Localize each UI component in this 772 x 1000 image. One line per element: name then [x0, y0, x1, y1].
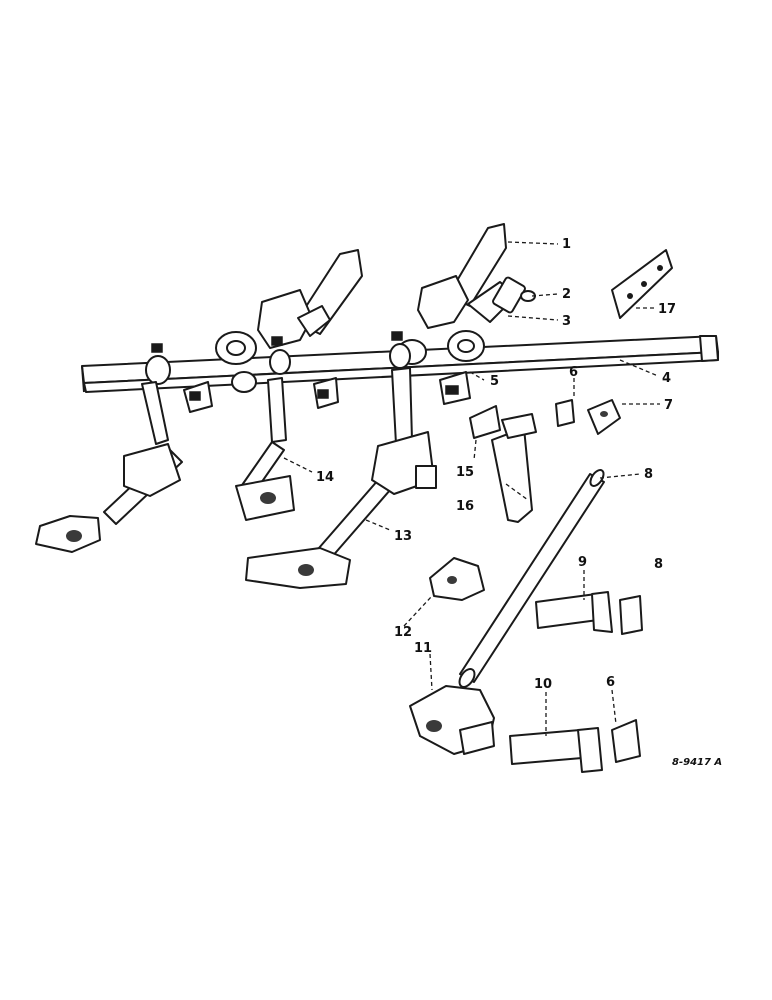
callout-13: 13 — [394, 529, 412, 544]
bracket-plate-16 — [491, 413, 537, 523]
callout-16: 16 — [456, 499, 474, 514]
callout-2: 2 — [562, 287, 571, 302]
callout-6-upper: 6 — [569, 365, 578, 380]
lift-arm-right — [397, 223, 526, 365]
lift-arm-left — [215, 249, 363, 393]
long-tube — [458, 469, 605, 688]
small-casting — [429, 557, 485, 601]
gang-arm-middle — [235, 441, 295, 521]
drawing-code: 8-9417 A — [672, 757, 722, 768]
leader-lines — [283, 241, 660, 736]
gang-arm-right — [245, 431, 437, 589]
callout-5: 5 — [490, 374, 499, 389]
callout-15: 15 — [456, 465, 474, 480]
callout-7: 7 — [664, 398, 673, 413]
callout-12: 12 — [394, 625, 412, 640]
callout-labels: 1 2 3 4 5 6 7 8 9 10 11 12 13 14 15 16 1… — [316, 237, 676, 692]
callout-8: 8 — [644, 467, 653, 482]
short-tube-9 — [535, 591, 643, 635]
clamp-parts-upper — [555, 399, 621, 435]
callout-17: 17 — [658, 302, 676, 317]
gang-arm-left — [35, 443, 183, 553]
hub-casting — [409, 685, 495, 755]
callout-4: 4 — [662, 371, 671, 386]
loose-mark: 8 — [654, 557, 663, 572]
beam-clamps — [145, 331, 411, 385]
callout-9: 9 — [578, 555, 587, 570]
callout-11: 11 — [414, 641, 432, 656]
short-tube-10 — [509, 719, 641, 773]
callout-14: 14 — [316, 470, 334, 485]
mounting-plate — [611, 249, 673, 319]
shank-standards — [141, 367, 413, 445]
callout-6-lower: 6 — [606, 675, 615, 690]
callout-10: 10 — [534, 677, 552, 692]
bracket-plate-15 — [469, 405, 501, 439]
small-brackets — [183, 371, 471, 413]
callout-3: 3 — [562, 314, 571, 329]
callout-1: 1 — [562, 237, 571, 252]
